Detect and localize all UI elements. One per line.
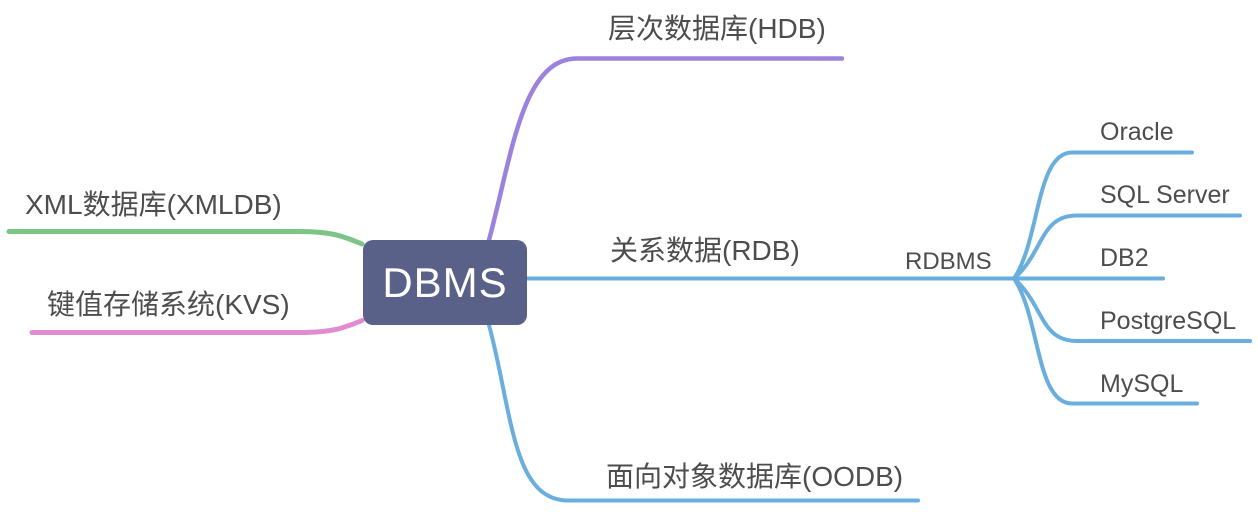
connector-oracle bbox=[1012, 150, 1194, 281]
topic-oracle[interactable]: Oracle bbox=[1100, 118, 1174, 146]
topic-xmldb[interactable]: XML数据库(XMLDB) bbox=[25, 189, 282, 220]
topic-hdb[interactable]: 层次数据库(HDB) bbox=[608, 13, 826, 44]
topic-db2[interactable]: DB2 bbox=[1100, 244, 1149, 272]
connector-xmldb bbox=[6, 229, 365, 247]
topic-mysql[interactable]: MySQL bbox=[1100, 370, 1184, 398]
topic-rdbms[interactable]: RDBMS bbox=[905, 248, 992, 275]
connector-hdb bbox=[486, 56, 845, 243]
connector-sql-server bbox=[1012, 213, 1242, 281]
topic-oodb[interactable]: 面向对象数据库(OODB) bbox=[606, 461, 904, 492]
topic-postgresql[interactable]: PostgreSQL bbox=[1100, 307, 1237, 335]
topic-sql-server[interactable]: SQL Server bbox=[1100, 181, 1230, 209]
connector-postgresql bbox=[1012, 276, 1252, 343]
connector-kvs bbox=[29, 318, 365, 335]
root-topic-dbms[interactable]: DBMS bbox=[363, 240, 527, 325]
connector-mysql bbox=[1012, 276, 1199, 406]
topic-kvs[interactable]: 键值存储系统(KVS) bbox=[47, 289, 290, 320]
topic-rdb[interactable]: 关系数据(RDB) bbox=[610, 235, 800, 266]
connector-oodb bbox=[487, 323, 920, 503]
